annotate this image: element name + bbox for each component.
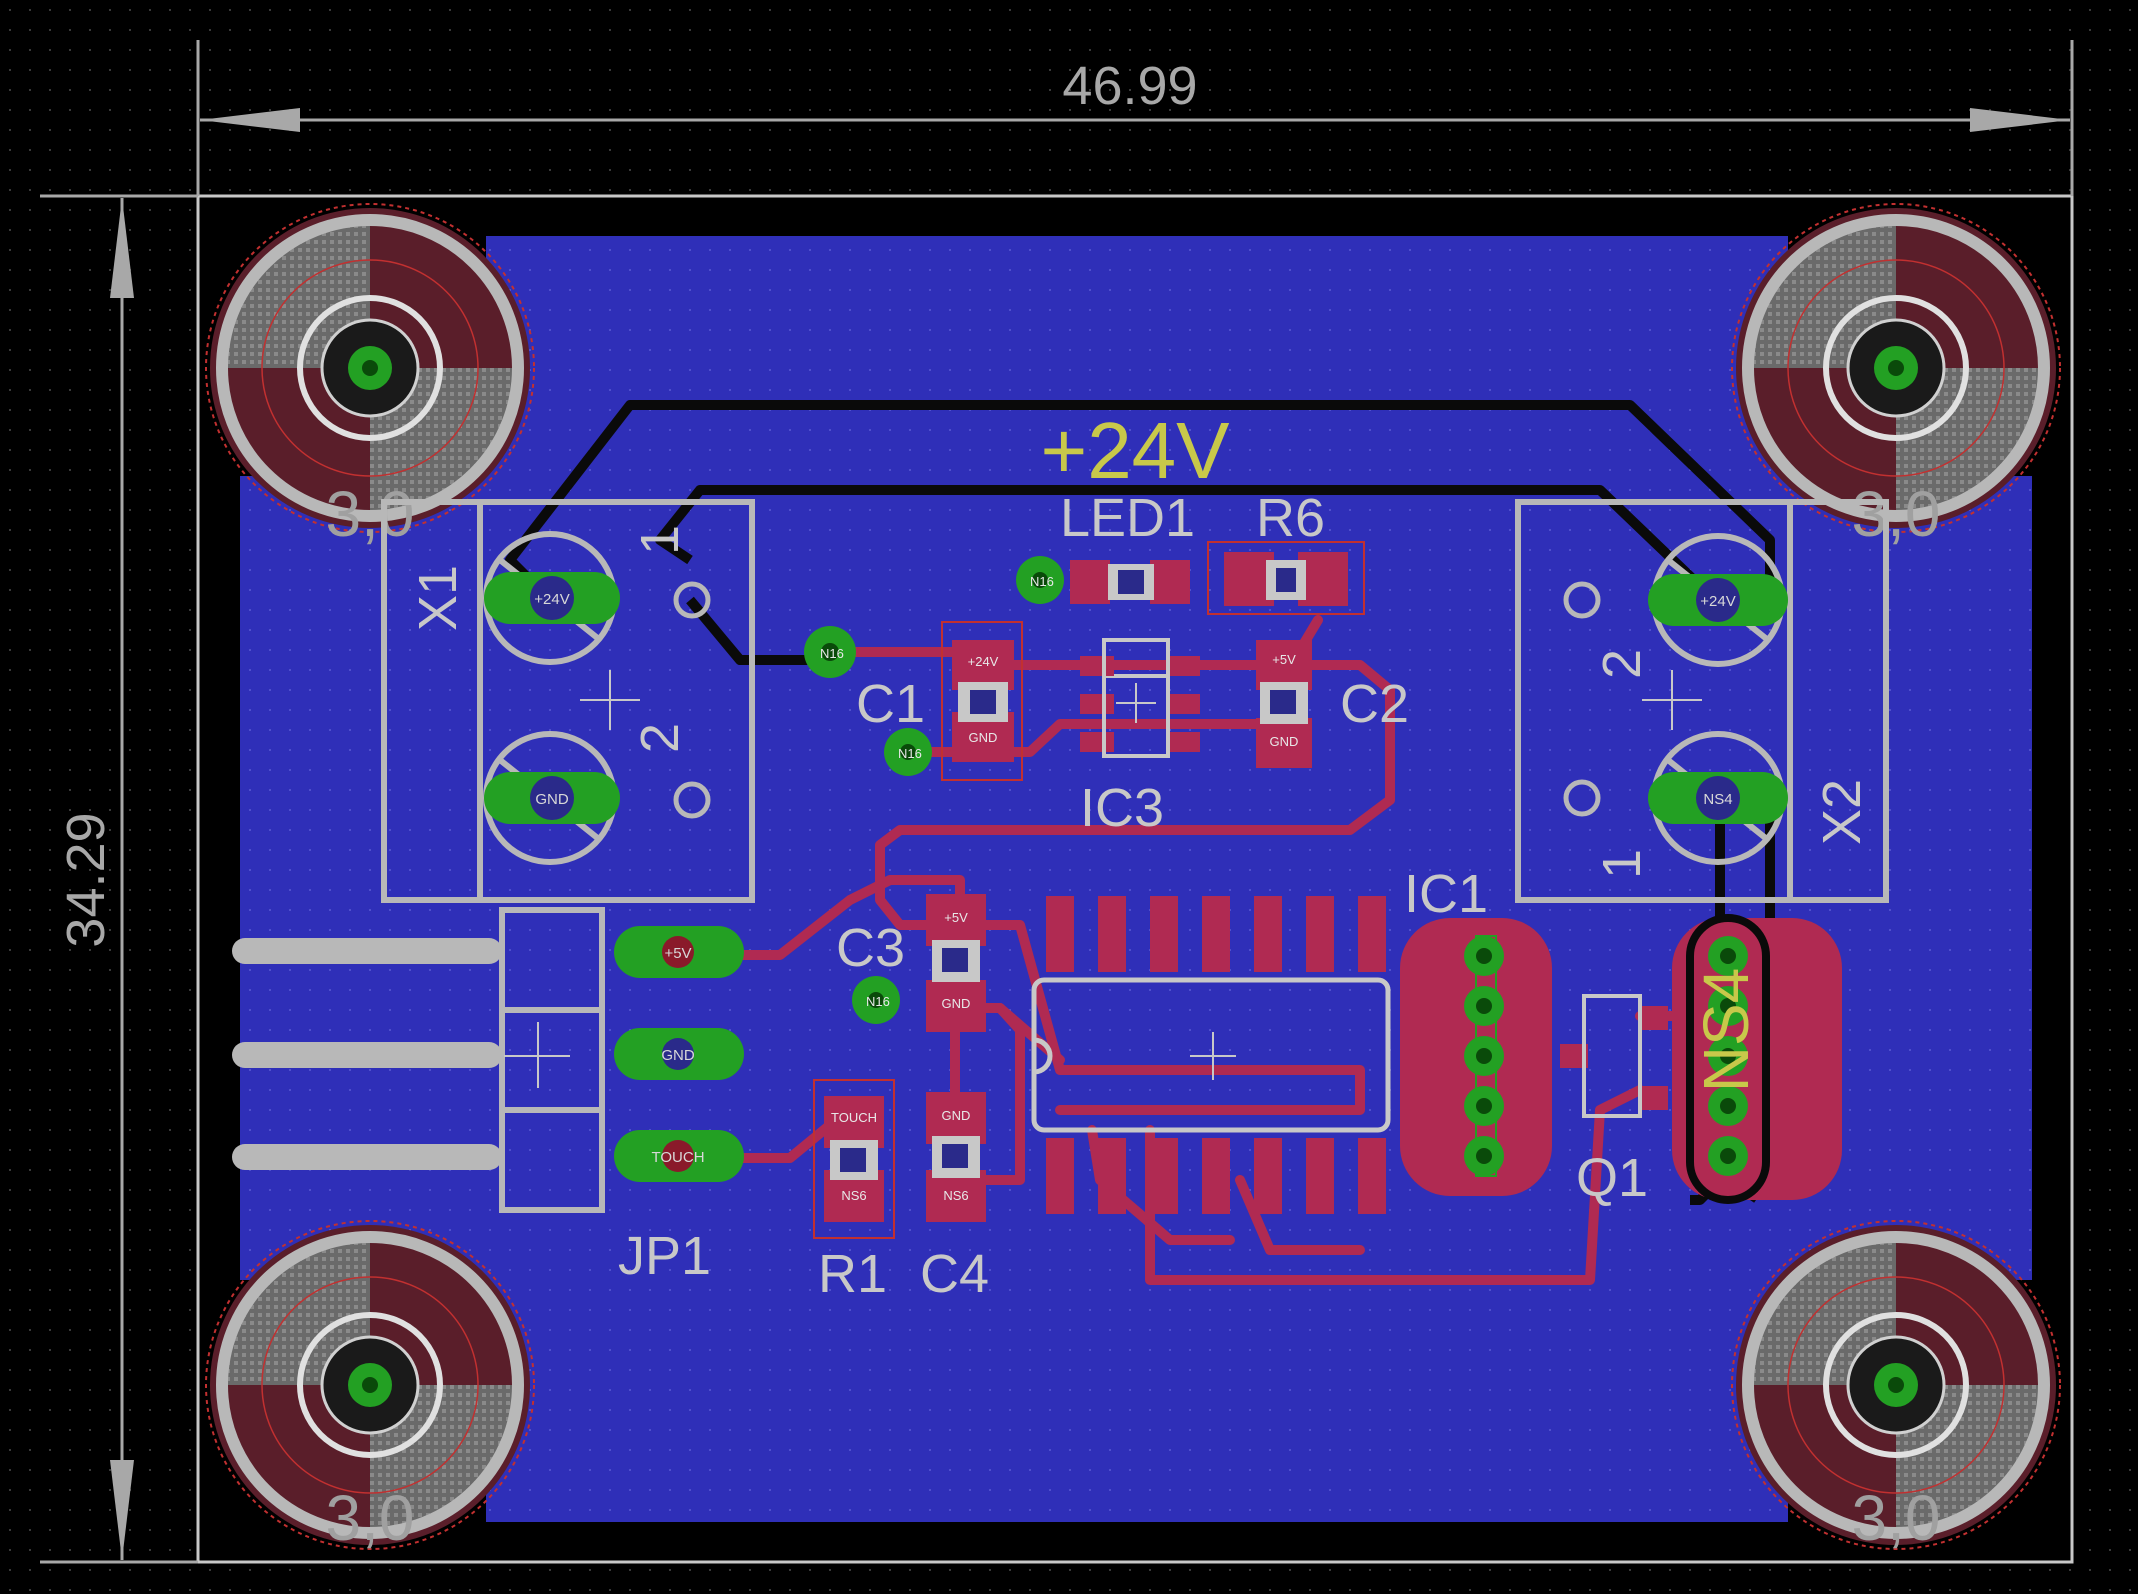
pad-c4-ns6: NS6 bbox=[943, 1188, 968, 1203]
capacitor-c2[interactable] bbox=[1256, 640, 1312, 768]
ic-soic14[interactable] bbox=[1031, 896, 1391, 1214]
label-x1: X1 bbox=[408, 565, 468, 631]
label-x2: X2 bbox=[1812, 779, 1872, 845]
pad-r1-touch: TOUCH bbox=[831, 1110, 877, 1125]
label-c3: C3 bbox=[836, 918, 905, 978]
resistor-r6[interactable] bbox=[1207, 541, 1365, 615]
terminal-x1[interactable] bbox=[381, 499, 755, 903]
ic3[interactable] bbox=[1080, 638, 1200, 758]
voltage-label: +24V bbox=[1040, 406, 1230, 495]
pad-x1-24v: +24V bbox=[534, 591, 569, 608]
hole-size-label-tr: 3,0 bbox=[1852, 478, 1941, 550]
label-jp1: JP1 bbox=[618, 1226, 711, 1286]
pad-jp1-touch: TOUCH bbox=[651, 1149, 704, 1166]
label-led1: LED1 bbox=[1060, 488, 1195, 548]
via-n16-c: N16 bbox=[898, 746, 922, 761]
dimension-width-label: 46.99 bbox=[1062, 56, 1197, 116]
label-c2: C2 bbox=[1340, 674, 1409, 734]
dimension-width bbox=[196, 40, 2074, 196]
pad-r1-ns6: NS6 bbox=[841, 1188, 866, 1203]
pad-c2-5v: +5V bbox=[1272, 652, 1296, 667]
pad-jp1-5v: +5V bbox=[664, 945, 691, 962]
pad-c1-gnd: GND bbox=[969, 730, 998, 745]
pad-c4-gnd: GND bbox=[942, 1108, 971, 1123]
pad-c3-gnd: GND bbox=[942, 996, 971, 1011]
label-x1-pin1: 1 bbox=[630, 525, 690, 555]
connector-ns4[interactable] bbox=[1672, 914, 1842, 1204]
hole-size-label-tl: 3,0 bbox=[326, 478, 415, 550]
resistor-r1[interactable] bbox=[813, 1079, 895, 1239]
transistor-q1[interactable] bbox=[1560, 994, 1668, 1118]
ic1[interactable] bbox=[1400, 918, 1552, 1196]
label-r6: R6 bbox=[1256, 488, 1325, 548]
via-n16-a: N16 bbox=[1030, 574, 1054, 589]
origin-marks bbox=[504, 670, 1702, 1088]
hole-size-label-br: 3,0 bbox=[1852, 1482, 1941, 1554]
label-x2-pin2: 2 bbox=[1592, 649, 1652, 679]
via-n16-b: N16 bbox=[820, 646, 844, 661]
pad-x1-gnd: GND bbox=[535, 791, 569, 808]
label-ns4: NS4 bbox=[1690, 968, 1762, 1093]
vias bbox=[804, 556, 1064, 1024]
capacitor-c3[interactable] bbox=[926, 894, 986, 1032]
label-ic3: IC3 bbox=[1080, 778, 1164, 838]
dimension-height-label: 34.29 bbox=[56, 812, 116, 947]
label-ic1: IC1 bbox=[1404, 864, 1488, 924]
label-c1: C1 bbox=[856, 674, 925, 734]
capacitor-c4[interactable] bbox=[926, 1092, 986, 1222]
pad-c2-gnd: GND bbox=[1270, 734, 1299, 749]
dimension-height bbox=[40, 194, 198, 1564]
label-x1-pin2: 2 bbox=[630, 723, 690, 753]
pad-c3-5v: +5V bbox=[944, 910, 968, 925]
terminal-x2[interactable] bbox=[1515, 499, 1889, 903]
pad-x2-24v: +24V bbox=[1700, 593, 1735, 610]
label-q1: Q1 bbox=[1576, 1148, 1648, 1208]
label-x2-pin1: 1 bbox=[1592, 849, 1652, 879]
capacitor-c1[interactable] bbox=[941, 621, 1023, 781]
label-c4: C4 bbox=[920, 1244, 989, 1304]
header-jp1[interactable] bbox=[232, 907, 744, 1213]
pad-jp1-gnd: GND bbox=[661, 1047, 695, 1064]
via-n16-d: N16 bbox=[866, 994, 890, 1009]
label-r1: R1 bbox=[818, 1244, 887, 1304]
pad-c1-24v: +24V bbox=[968, 654, 999, 669]
led1[interactable] bbox=[1070, 560, 1190, 604]
pad-x2-ns4: NS4 bbox=[1703, 791, 1732, 808]
hole-size-label-bl: 3,0 bbox=[326, 1482, 415, 1554]
